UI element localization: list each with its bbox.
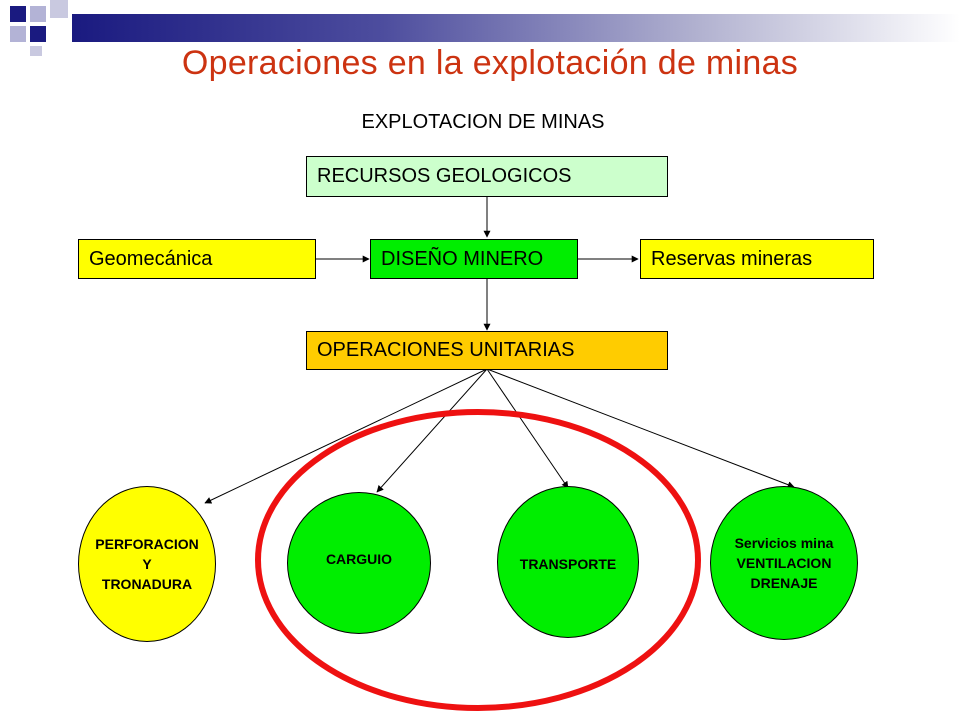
- highlight-ring: [255, 409, 701, 711]
- header-square: [50, 0, 68, 18]
- header-decoration: [0, 0, 960, 56]
- box-reservas-mineras: Reservas mineras: [640, 239, 874, 279]
- header-square: [30, 26, 46, 42]
- box-recursos-label: RECURSOS GEOLOGICOS: [317, 165, 572, 187]
- carguio-label: CARGUIO: [325, 551, 393, 567]
- circle-transporte: TRANSPORTE: [497, 486, 639, 638]
- transporte-label: TRANSPORTE: [519, 556, 617, 572]
- perforacion-line-3: TRONADURA: [101, 576, 193, 592]
- box-recursos-geologicos: RECURSOS GEOLOGICOS: [306, 156, 668, 197]
- box-reservas-label: Reservas mineras: [651, 247, 813, 270]
- servicios-line-3: DRENAJE: [750, 575, 818, 591]
- box-geomecanica: Geomecánica: [78, 239, 316, 279]
- box-operaciones-unitarias: OPERACIONES UNITARIAS: [306, 331, 668, 370]
- header-square: [10, 6, 26, 22]
- servicios-line-1: Servicios mina: [734, 535, 834, 551]
- box-diseno-label: DISEÑO MINERO: [381, 247, 544, 270]
- circle-servicios-mina: Servicios mina VENTILACION DRENAJE: [710, 486, 858, 640]
- box-operaciones-label: OPERACIONES UNITARIAS: [317, 339, 575, 361]
- arrow-to-servicios: [486, 368, 795, 489]
- circle-carguio: CARGUIO: [287, 492, 431, 634]
- slide-title: Operaciones en la explotación de minas: [181, 44, 799, 82]
- header-square: [30, 46, 42, 56]
- servicios-line-2: VENTILACION: [736, 555, 832, 571]
- header-square: [30, 6, 46, 22]
- perforacion-line-2: Y: [142, 556, 152, 572]
- arrow-to-transporte: [486, 368, 569, 489]
- header-gradient-bar: [72, 14, 960, 42]
- arrow-to-perforacion: [204, 368, 488, 504]
- header-square: [10, 26, 26, 42]
- perforacion-line-1: PERFORACION: [95, 536, 199, 552]
- box-geomecanica-label: Geomecánica: [89, 247, 213, 270]
- box-diseno-minero: DISEÑO MINERO: [370, 239, 578, 279]
- circle-perforacion-tronadura: PERFORACION Y TRONADURA: [78, 486, 216, 642]
- arrow-to-carguio: [376, 368, 488, 493]
- slide-subtitle: EXPLOTACION DE MINAS: [361, 111, 605, 133]
